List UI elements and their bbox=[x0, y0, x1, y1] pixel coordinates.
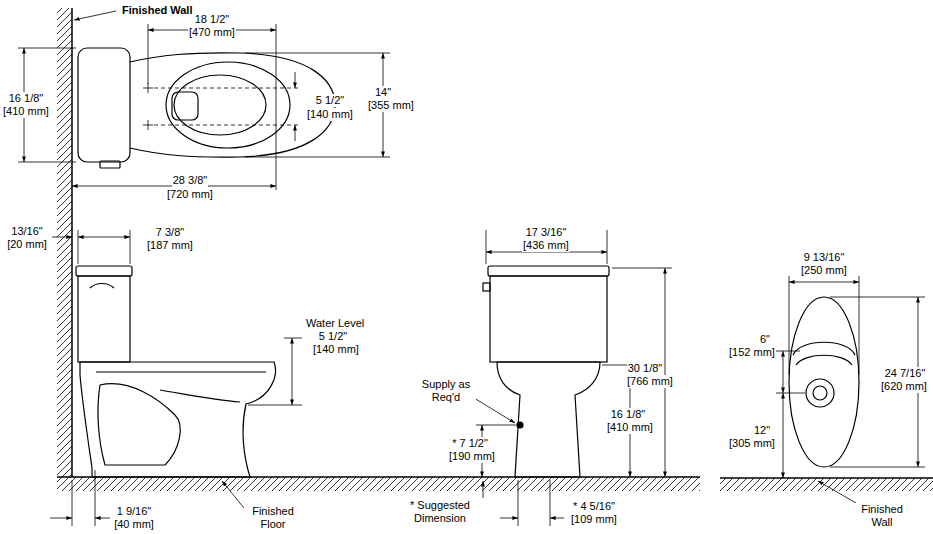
dimension-label: 16 1/8" bbox=[610, 408, 647, 421]
dimension-label: [766 mm] bbox=[626, 375, 674, 388]
dimension-label: 6" bbox=[759, 333, 771, 346]
dimension-label: [436 mm] bbox=[522, 239, 570, 252]
dimension-label: [140 mm] bbox=[306, 108, 354, 121]
front-view bbox=[483, 266, 609, 477]
dimension-label: [305 mm] bbox=[728, 437, 776, 450]
dimension-label: * Suggested Dimension bbox=[398, 499, 482, 525]
dimension-label: 16 1/8" bbox=[8, 92, 45, 105]
dimension-label: Finished Floor bbox=[244, 505, 302, 531]
dimension-label: [109 mm] bbox=[570, 513, 618, 526]
dimension-label: [410 mm] bbox=[2, 105, 50, 118]
dimension-label: 24 7/16" bbox=[884, 367, 927, 380]
dimension-label: * 4 5/16" bbox=[572, 500, 616, 513]
dimension-label: 14" bbox=[374, 86, 392, 99]
dimension-label: [355 mm] bbox=[367, 99, 415, 112]
dimension-label: 28 3/8" bbox=[172, 174, 209, 187]
dimension-label: [410 mm] bbox=[606, 421, 654, 434]
dimension-label: 5 1/2" bbox=[318, 330, 348, 343]
rear-view bbox=[789, 297, 859, 467]
top-view-dimensions bbox=[18, 11, 390, 190]
dimension-label: [40 mm] bbox=[113, 518, 155, 531]
dimension-label: 12" bbox=[753, 424, 771, 437]
dimension-label: 9 13/16" bbox=[803, 251, 846, 264]
side-view bbox=[76, 266, 275, 477]
dimension-label: [470 mm] bbox=[188, 26, 236, 39]
dimension-label: [190 mm] bbox=[448, 450, 496, 463]
dimension-label: Water Level bbox=[305, 317, 365, 330]
side-view-dimensions bbox=[50, 230, 302, 526]
dimension-label: [20 mm] bbox=[6, 238, 48, 251]
dimension-label: [187 mm] bbox=[146, 239, 194, 252]
dimension-label: 18 1/2" bbox=[194, 13, 231, 26]
dimension-label: 1 9/16" bbox=[116, 505, 153, 518]
top-view bbox=[78, 48, 335, 168]
dimension-label: 17 3/16" bbox=[525, 226, 568, 239]
dimension-label: [250 mm] bbox=[800, 264, 848, 277]
dimension-label: Supply as Req'd bbox=[416, 378, 476, 404]
dimension-label: 13/16" bbox=[10, 225, 43, 238]
dimension-label: * 7 1/2" bbox=[451, 437, 489, 450]
wall-floor-hatch bbox=[57, 8, 933, 491]
dimension-label: [140 mm] bbox=[312, 343, 360, 356]
dimension-label: 30 1/8" bbox=[627, 362, 664, 375]
dimension-label: Finished Wall bbox=[121, 4, 194, 17]
dimension-label: 7 3/8" bbox=[155, 226, 185, 239]
dimension-label: Finished Wall bbox=[853, 503, 911, 529]
dimension-label: 5 1/2" bbox=[315, 94, 345, 107]
dimension-label: [152 mm] bbox=[728, 346, 776, 359]
dimension-label: [620 mm] bbox=[880, 380, 928, 393]
dimension-label: [720 mm] bbox=[166, 188, 214, 201]
